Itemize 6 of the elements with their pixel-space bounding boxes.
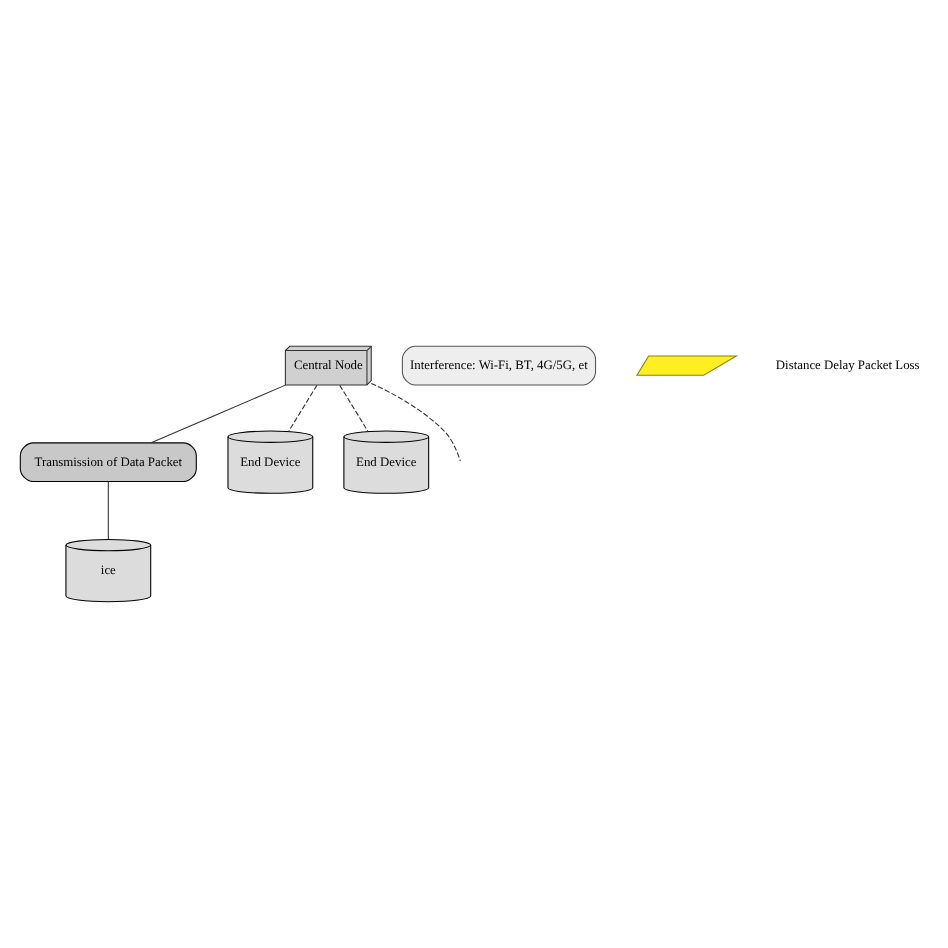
connector	[150, 384, 286, 444]
connector	[107, 481, 109, 540]
connector	[288, 384, 318, 432]
connector	[370, 382, 461, 462]
connector	[339, 384, 369, 432]
node-lightning	[635, 355, 739, 376]
